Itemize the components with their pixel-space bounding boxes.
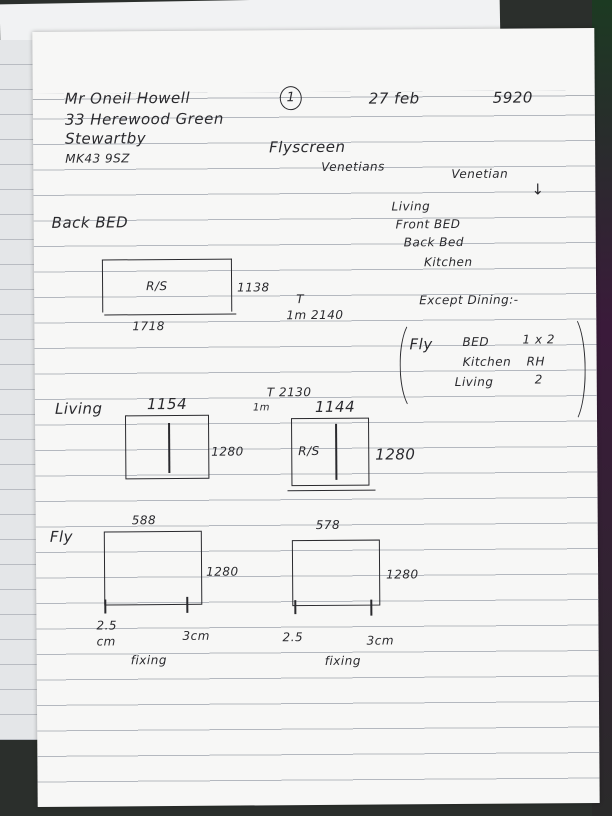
venetian-room: Living [391,199,431,214]
arrow-down-icon: ↓ [531,180,545,199]
fly-window1-right-offset: 3cm [182,628,210,643]
venetian-room: Back Bed [403,234,465,250]
address-line1: 33 Herewood Green [64,109,224,129]
except-note: Except Dining:- [419,292,519,308]
venetian-room: Kitchen [423,254,473,270]
notebook-page: Mr Oneil Howell 33 Herewood Green Stewar… [32,28,600,807]
fly-window1-right-fixing-mark [186,596,188,613]
fly-window2-width: 578 [315,517,341,533]
back-bed-height: 1138 [237,280,270,295]
fly-window1-left-offset: 2.5 cm [96,618,118,649]
fly-list-label: Fly [409,335,433,354]
fly-window2-height: 1280 [386,567,419,582]
customer-name: Mr Oneil Howell [64,88,191,108]
fly-window1-height: 1280 [206,564,239,579]
back-bed-label: Back BED [51,213,129,232]
living-note-top: T 2130 [266,385,312,400]
fly-window1-left-fixing-mark [104,599,106,614]
living-window1-width: 1154 [146,394,188,414]
venetian-room: Front BED [395,216,461,232]
back-bed-inside-label: R/S [146,279,168,294]
fly-list-room: Living [454,374,494,390]
living-window1-height: 1280 [211,444,244,459]
living-window2-inside-label: R/S [298,443,320,459]
page-number: 1 [279,86,302,111]
date: 27 feb [368,89,420,108]
venetian-list-title: Venetian [451,166,509,182]
living-label: Living [54,399,103,418]
back-bed-note-top: T [296,292,305,307]
fly-window2-right-fixing-mark [370,599,372,616]
living-note-sub: 1m [252,402,271,414]
fly-window2-left-fixing-mark [294,600,296,615]
product-venetians: Venetians [321,159,385,174]
fly-window1-fixing-label: fixing [130,653,167,668]
fly-list-room: Kitchen [462,354,512,369]
fly-window2-fixing-label: fixing [324,653,361,668]
fly-label: Fly [49,527,74,546]
fly-list-qty: 1 x 2 [522,332,556,347]
fly-window2-left-offset: 2.5 [282,630,304,645]
fly-window1-width: 588 [131,513,157,528]
back-bed-note: 1m 2140 [286,307,344,323]
living-window2-height: 1280 [375,445,416,464]
back-bed-width: 1718 [132,319,165,334]
fly-window2-sketch [291,539,381,607]
product-flyscreen: Flyscreen [269,137,346,157]
living-window1-divider [168,423,170,474]
fly-list-qty: RH [526,354,546,369]
reference-number: 5920 [492,88,534,107]
address-line2: Stewartby [64,129,147,148]
living-window2-width: 1144 [314,397,356,417]
bracket-left [399,319,431,412]
postcode: MK43 9SZ [65,151,131,166]
fly-window1-sketch [103,530,203,606]
fly-list-room: BED [462,334,490,349]
fly-list-qty: 2 [534,372,543,387]
fly-window2-right-offset: 3cm [366,633,395,648]
